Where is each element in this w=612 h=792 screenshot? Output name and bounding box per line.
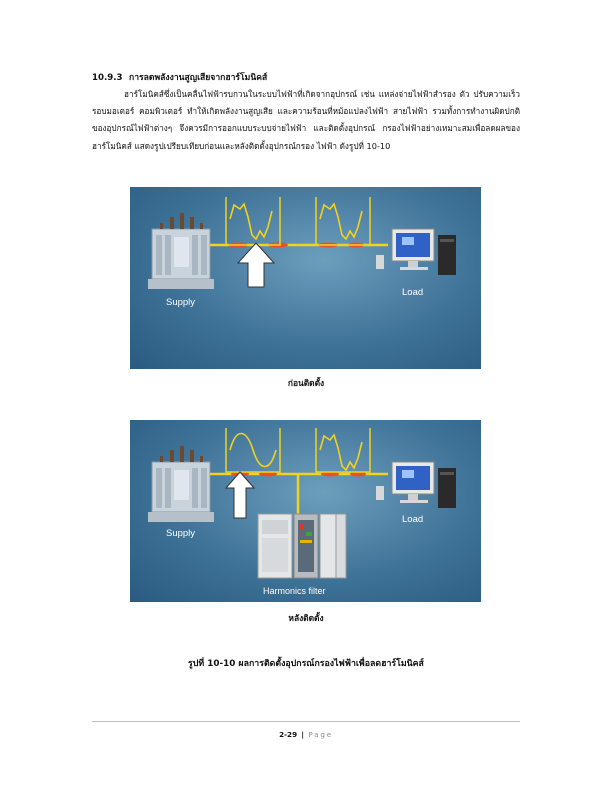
load-label: Load (402, 287, 423, 298)
distorted-waveform-icon (315, 428, 371, 473)
footer-separator: | (301, 730, 305, 739)
paragraph-line: ฮาร์โมนิคส์ซึ่งเป็นคลื่นไฟฟ้ารบกวนในระบบ… (124, 89, 470, 99)
harmonics-filter-label: Harmonics filter (263, 586, 326, 596)
figure-before-drawing: Supply Load (148, 197, 456, 308)
section-title: การลดพลังงานสูญเสียจากฮาร์โมนิคส์ (129, 73, 268, 83)
page-number: 2-29 (279, 730, 298, 739)
figure-caption: รูปที่ 10-10 ผลการติดตั้งอุปกรณ์กรองไฟฟ้… (188, 659, 424, 669)
load-label: Load (402, 514, 423, 525)
figure-after-caption: หลังติดตั้ง (288, 613, 324, 623)
transformer-icon (148, 213, 214, 289)
figure-after-drawing: Supply (148, 428, 456, 596)
paragraph-line: รวมทั้งการทำงานผิดปกติของอุปกรณ์ไฟฟ้าต่า… (92, 106, 521, 134)
supply-label: Supply (166, 297, 195, 308)
up-arrow-icon (224, 471, 256, 519)
paragraph-line: ไฟฟ้า ดังรูปที่ 10-10 (316, 140, 391, 151)
body-paragraph: ฮาร์โมนิคส์ซึ่งเป็นคลื่นไฟฟ้ารบกวนในระบบ… (92, 86, 520, 155)
transformer-icon (148, 446, 214, 522)
section-number: 10.9.3 (92, 73, 123, 83)
figure-after-installation: Supply (130, 420, 481, 602)
distorted-waveform-icon (225, 197, 281, 246)
footer-page-word: Page (308, 730, 333, 739)
section-heading: 10.9.3 การลดพลังงานสูญเสียจากฮาร์โมนิคส์ (92, 70, 267, 84)
up-arrow-icon (236, 242, 276, 288)
distorted-waveform-icon (315, 197, 371, 246)
figure-before-installation: Supply Load (130, 187, 481, 369)
page-footer: 2-29 | Page (0, 730, 612, 739)
paragraph-line: กรองไฟฟ้าอย่างเหมาะสมเพื่อลดผลของฮาร์โมน… (92, 123, 520, 151)
paragraph-line: ปรับความเร็วรอบมอเตอร์ คอมพิวเตอร์ ทำให้… (92, 89, 520, 117)
sine-waveform-icon (225, 428, 281, 473)
computer-icon (376, 228, 456, 275)
harmonics-filter-cabinet-icon (257, 513, 347, 579)
supply-label: Supply (166, 528, 195, 539)
footer-rule (92, 721, 520, 722)
figure-before-caption: ก่อนติดตั้ง (287, 378, 325, 388)
computer-icon (376, 461, 456, 508)
